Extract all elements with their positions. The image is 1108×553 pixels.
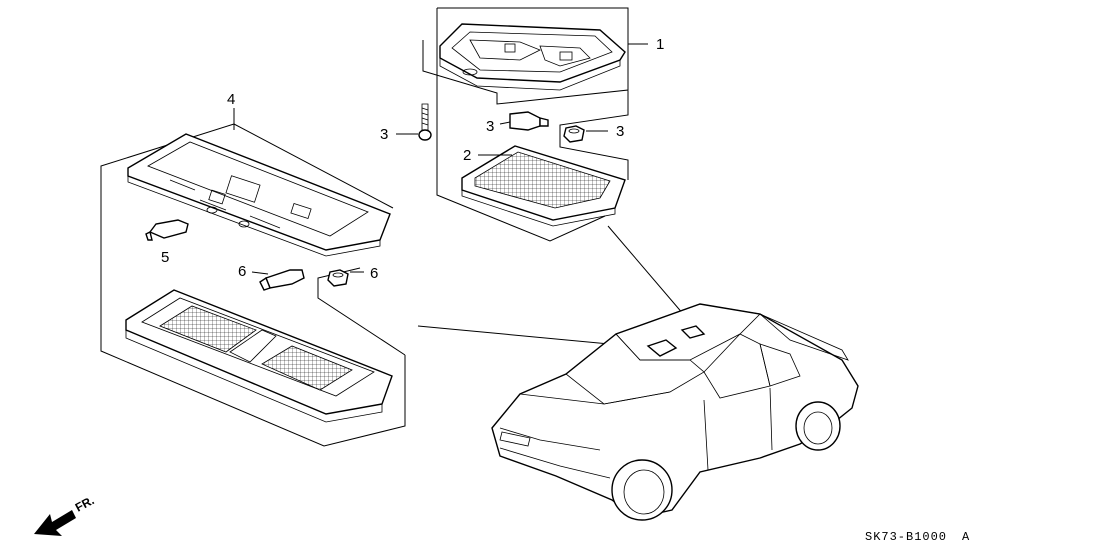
front-arrow-icon	[34, 510, 76, 536]
map-light-base-part-4[interactable]	[127, 133, 391, 257]
clip-part-6-left[interactable]	[327, 269, 349, 287]
diagram-suffix: A	[962, 530, 970, 544]
callout-3-middle: 6	[238, 263, 246, 280]
callout-2: 2	[463, 147, 471, 164]
fr-label: FR.	[73, 493, 97, 514]
map-light-lens[interactable]	[125, 289, 393, 423]
lens-part-2[interactable]	[461, 145, 626, 227]
car-rear-wheel	[795, 401, 841, 451]
bulb-part-3-upper[interactable]	[509, 111, 549, 131]
callout-6-upper: 3	[616, 123, 624, 140]
callout-4: 4	[227, 91, 235, 108]
front-direction-indicator: FR.	[34, 493, 96, 536]
car-front-wheel	[611, 459, 673, 521]
car-illustration	[491, 303, 859, 521]
map-light-assembly: 4 5 6 6	[100, 91, 406, 447]
assembly-box-right	[422, 7, 629, 242]
callout-3-upper: 3	[486, 118, 494, 135]
callout-1: 1	[656, 36, 664, 53]
leader-3-middle	[251, 271, 269, 275]
car-front-light-location	[646, 339, 678, 357]
bulb-part-3-middle[interactable]	[259, 269, 305, 291]
light-housing-part-1[interactable]	[439, 23, 626, 91]
leader-to-car-rear	[607, 225, 691, 323]
rear-light-assembly: 1 2 3 3 3	[380, 7, 664, 242]
leader-3-upper	[499, 121, 511, 125]
callout-5: 3	[380, 126, 388, 143]
bulb-part-3-left[interactable]	[145, 219, 189, 241]
diagram-code: SK73-B1000	[865, 530, 947, 544]
clip-part-6-upper[interactable]	[563, 125, 585, 143]
callout-6-left: 6	[370, 265, 378, 282]
car-rear-light-location	[680, 325, 706, 339]
screw-part-5[interactable]	[418, 103, 432, 141]
callout-3-left: 5	[161, 249, 169, 266]
